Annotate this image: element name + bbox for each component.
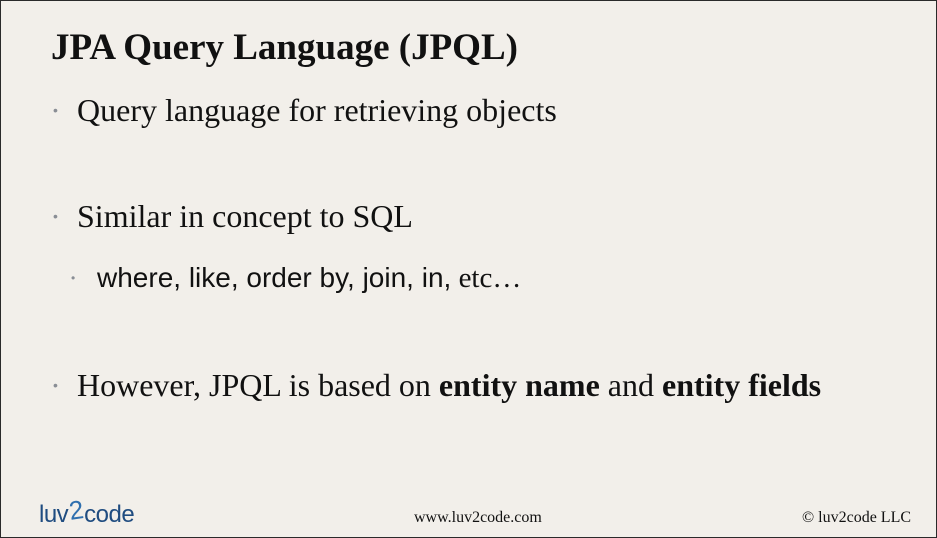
bullet-dot-icon: • — [71, 271, 76, 285]
logo-text-right: code — [84, 501, 135, 528]
bullet-item-entity-based: • However, JPQL is based on entity name … — [53, 367, 822, 403]
bold-entity-fields: entity fields — [661, 367, 822, 403]
footer-url: www.luv2code.com — [414, 509, 542, 526]
bullet-text: where, like, order by, join, in, etc… — [97, 262, 522, 295]
bullet-text: Query language for retrieving objects — [77, 92, 557, 128]
sql-keywords-text: where, like, order by, join, in, — [97, 262, 452, 293]
logo-text-two: 2 — [67, 494, 86, 526]
bold-entity-name: entity name — [438, 367, 600, 403]
bullet-item-query-language: • Query language for retrieving objects — [53, 92, 557, 128]
slide-title: JPA Query Language (JPQL) — [51, 27, 518, 68]
bullet-text-middle: and — [599, 367, 662, 403]
etc-text: etc… — [451, 262, 522, 294]
bullet-text: However, JPQL is based on entity name an… — [77, 367, 822, 403]
bullet-dot-icon: • — [53, 102, 58, 118]
bullet-text-before: However, JPQL is based on — [77, 367, 439, 403]
luv2code-logo: luv2code — [39, 494, 135, 528]
footer-copyright: © luv2code LLC — [802, 509, 912, 526]
bullet-text: Similar in concept to SQL — [77, 198, 413, 234]
bullet-dot-icon: • — [53, 377, 58, 393]
bullet-item-similar-to-sql: • Similar in concept to SQL — [53, 198, 413, 234]
bullet-dot-icon: • — [53, 208, 58, 224]
logo-text-left: luv — [39, 501, 69, 528]
sub-bullet-item-sql-keywords: • where, like, order by, join, in, etc… — [71, 262, 522, 295]
